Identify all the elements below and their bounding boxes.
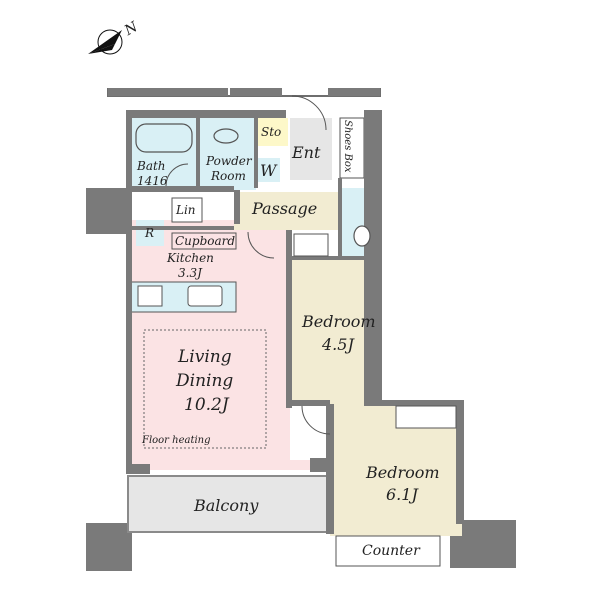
toilet-icon xyxy=(353,225,371,247)
balcony-label: Balcony xyxy=(193,496,259,515)
counter-label: Counter xyxy=(362,543,421,559)
door-entrance-icon xyxy=(291,95,327,131)
cupboard-box xyxy=(171,232,237,250)
refrigerator-area xyxy=(136,220,164,246)
compass: N xyxy=(88,19,141,55)
powder-room-area xyxy=(198,118,256,190)
column-left-mid xyxy=(86,188,126,234)
balcony-area xyxy=(127,475,333,533)
floor-heating-zone xyxy=(143,329,267,449)
sink-icon xyxy=(213,128,239,144)
walls xyxy=(107,88,464,534)
living-label-line2: Dining xyxy=(175,371,233,391)
refrigerator-label: R xyxy=(144,226,154,240)
storage-label: Sto xyxy=(261,125,281,139)
entrance-area xyxy=(290,118,332,180)
passage-label: Passage xyxy=(251,199,317,218)
floor-heating-label: Floor heating xyxy=(141,435,211,446)
linen-label: Lin xyxy=(175,203,196,217)
door-bath-icon xyxy=(165,163,189,187)
kitchen-sink-icon xyxy=(187,285,223,307)
counter-area xyxy=(335,535,441,567)
bedroom2-area xyxy=(330,404,462,536)
linen-box xyxy=(171,197,203,223)
living-size: 10.2J xyxy=(184,395,230,415)
bedroom2-size: 6.1J xyxy=(386,485,419,504)
passage-area xyxy=(234,192,340,230)
bath-label: Bath xyxy=(136,159,166,173)
powder-room-label-line2: Room xyxy=(210,169,246,183)
kitchen-label: Kitchen xyxy=(166,251,214,265)
powder-room-label-line1: Powder xyxy=(205,154,253,168)
cupboard-label: Cupboard xyxy=(175,234,235,248)
bedroom1-closet xyxy=(293,233,329,257)
bedroom1-label: Bedroom xyxy=(301,312,376,331)
washer-label: W xyxy=(260,161,278,180)
door-living-icon xyxy=(247,231,275,259)
bath-size: 1416 xyxy=(137,174,168,188)
bedroom2-label: Bedroom xyxy=(365,463,440,482)
storage-area xyxy=(258,118,288,146)
compass-arrow-icon xyxy=(88,30,122,54)
column-bottom-left xyxy=(86,523,132,571)
bathtub-icon xyxy=(135,123,193,153)
shoes-box-area xyxy=(339,117,365,179)
stove-icon xyxy=(137,285,163,307)
door-bedroom2-icon xyxy=(301,405,331,435)
living-label-line1: Living xyxy=(177,347,232,367)
kitchen-size: 3.3J xyxy=(178,266,203,280)
bedroom2-closet xyxy=(395,405,457,429)
bedroom1-size: 4.5J xyxy=(321,335,355,354)
entrance-label: Ent xyxy=(291,143,321,162)
shoes-box-label: Shoes Box xyxy=(342,120,353,173)
washer-area xyxy=(258,158,280,182)
bath-area xyxy=(132,118,196,190)
compass-north-label: N xyxy=(121,19,141,40)
